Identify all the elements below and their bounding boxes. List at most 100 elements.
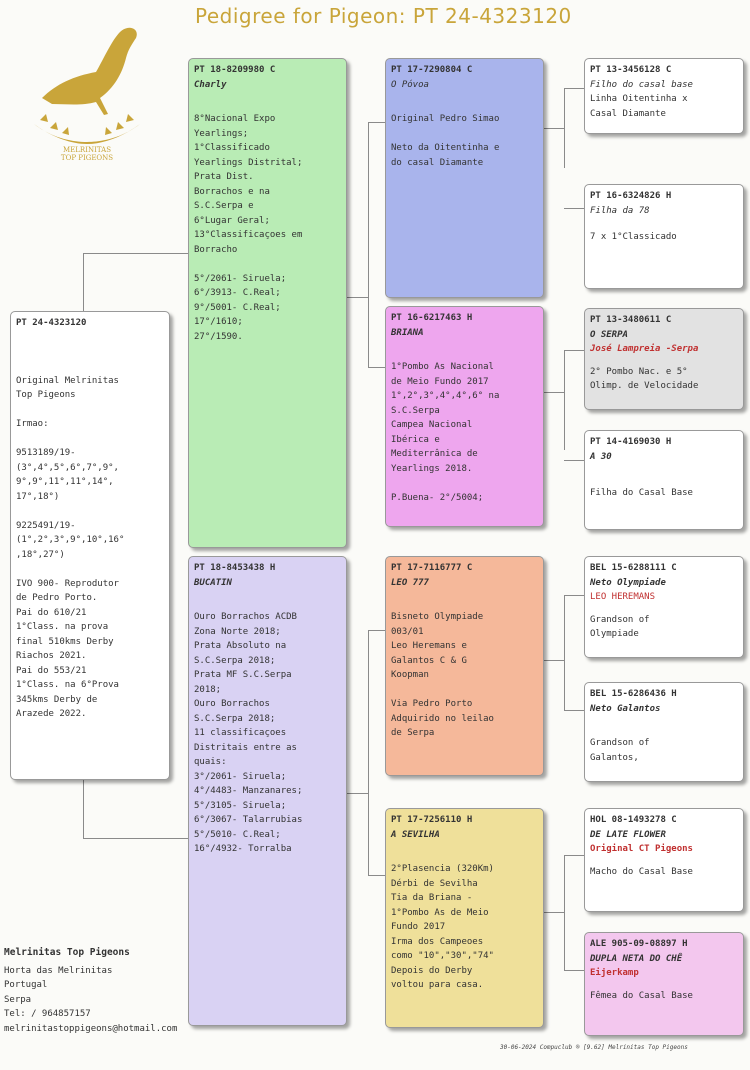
ggp5-description: Grandson of Olympiade bbox=[590, 614, 650, 640]
connector-line bbox=[564, 595, 565, 710]
connector-line bbox=[564, 350, 565, 450]
subject-ring-number: PT 24-4323120 bbox=[16, 318, 87, 328]
granddam-paternal-card: PT 16-6217463 H BRIANA 1°Pombo As Nacion… bbox=[385, 306, 544, 527]
gp3-description: Bisneto Olympiade 003/01 Leo Heremans e … bbox=[391, 612, 494, 738]
ggp6-name: Neto Galantos bbox=[590, 703, 661, 714]
ggp5-name: Neto Olympiade bbox=[590, 577, 666, 588]
ggp2-card: PT 16-6324826 H Filha da 78 7 x 1°Classi… bbox=[584, 184, 744, 289]
ggp1-ring-number: PT 13-3456128 C bbox=[590, 65, 672, 75]
connector-line bbox=[564, 970, 584, 971]
connector-line bbox=[564, 208, 584, 209]
dam-ring-number: PT 18-8453438 H bbox=[194, 563, 276, 573]
ggp3-ring-number: PT 13-3480611 C bbox=[590, 315, 672, 325]
ggp7-card: HOL 08-1493278 C DE LATE FLOWER Original… bbox=[584, 808, 744, 912]
subject-description: Original Melrinitas Top Pigeons Irmao: 9… bbox=[16, 375, 125, 720]
ggp4-ring-number: PT 14-4169030 H bbox=[590, 437, 672, 447]
pigeon-logo: MELRINITAS TOP PIGEONS bbox=[34, 27, 140, 162]
dam-name: BUCATIN bbox=[194, 577, 232, 588]
connector-line bbox=[83, 253, 84, 311]
ggp4-card: PT 14-4169030 H A 30 Filha do Casal Base bbox=[584, 430, 744, 530]
ggp8-breeder: Eijerkamp bbox=[590, 968, 639, 978]
ggp6-ring-number: BEL 15-6286436 H bbox=[590, 689, 677, 699]
breeder-info: Melrinitas Top Pigeons Horta das Melrini… bbox=[4, 946, 234, 1036]
connector-line bbox=[83, 780, 84, 838]
ggp7-name: DE LATE FLOWER bbox=[590, 829, 666, 840]
sire-description: 8°Nacional Expo Yearlings; 1°Classificad… bbox=[194, 114, 303, 342]
connector-line bbox=[368, 367, 385, 368]
connector-line bbox=[83, 838, 188, 839]
breeder-email: melrinitastoppigeons@hotmail.com bbox=[4, 1023, 178, 1034]
connector-line bbox=[564, 350, 584, 351]
connector-line bbox=[564, 88, 565, 168]
connector-line bbox=[347, 297, 368, 298]
gp3-ring-number: PT 17-7116777 C bbox=[391, 563, 473, 573]
ggp7-ring-number: HOL 08-1493278 C bbox=[590, 815, 677, 825]
ggp7-description: Macho do Casal Base bbox=[590, 866, 693, 877]
connector-line bbox=[544, 660, 564, 661]
gp4-name: A SEVILHA bbox=[391, 829, 440, 840]
sire-card: PT 18-8209980 C Charly 8°Nacional Expo Y… bbox=[188, 58, 347, 548]
subject-pigeon-card: PT 24-4323120 Original Melrinitas Top Pi… bbox=[10, 311, 170, 780]
connector-line bbox=[368, 630, 385, 631]
ggp1-name: Filho do casal base bbox=[590, 79, 693, 90]
breeder-phone: Tel: / 964857157 bbox=[4, 1009, 91, 1019]
print-footer: 30-06-2024 Compuclub ® [9.62] Melrinitas… bbox=[500, 1044, 688, 1051]
ggp3-name: O SERPA bbox=[590, 329, 628, 340]
gp4-ring-number: PT 17-7256110 H bbox=[391, 815, 473, 825]
ggp6-card: BEL 15-6286436 H Neto Galantos Grandson … bbox=[584, 682, 744, 782]
connector-line bbox=[368, 630, 369, 875]
ggp5-ring-number: BEL 15-6288111 C bbox=[590, 563, 677, 573]
logo-text-line1: MELRINITAS bbox=[63, 146, 111, 154]
ggp3-card: PT 13-3480611 C O SERPA José Lampreia -S… bbox=[584, 308, 744, 410]
gp2-name: BRIANA bbox=[391, 327, 424, 338]
ggp2-name: Filha da 78 bbox=[590, 205, 650, 216]
gp1-description: Original Pedro Simao Neto da Oitentinha … bbox=[391, 114, 500, 168]
connector-line bbox=[564, 460, 584, 461]
ggp3-breeder: José Lampreia -Serpa bbox=[590, 344, 699, 354]
connector-line bbox=[368, 122, 369, 367]
connector-line bbox=[544, 392, 564, 393]
connector-line bbox=[564, 855, 565, 970]
ggp8-name: DUPLA NETA DO CHÊ bbox=[590, 953, 683, 964]
sire-ring-number: PT 18-8209980 C bbox=[194, 65, 276, 75]
gp2-ring-number: PT 16-6217463 H bbox=[391, 313, 473, 323]
ggp7-breeder: Original CT Pigeons bbox=[590, 844, 693, 854]
ggp8-ring-number: ALE 905-09-08897 H bbox=[590, 939, 688, 949]
dam-card: PT 18-8453438 H BUCATIN Ouro Borrachos A… bbox=[188, 556, 347, 1026]
breeder-address: Horta das Melrinitas bbox=[4, 965, 113, 976]
connector-line bbox=[368, 122, 385, 123]
ggp8-card: ALE 905-09-08897 H DUPLA NETA DO CHÊ Eij… bbox=[584, 932, 744, 1036]
ggp2-ring-number: PT 16-6324826 H bbox=[590, 191, 672, 201]
sire-name: Charly bbox=[194, 79, 227, 90]
ggp5-card: BEL 15-6288111 C Neto Olympiade LEO HERE… bbox=[584, 556, 744, 658]
ggp1-description: Linha Oitentinha x Casal Diamante bbox=[590, 94, 688, 119]
gp2-description: 1°Pombo As Nacional de Meio Fundo 2017 1… bbox=[391, 362, 500, 503]
breeder-name: Melrinitas Top Pigeons bbox=[4, 947, 130, 958]
gp4-description: 2°Plasencia (320Km) Dérbi de Sevilha Tia… bbox=[391, 864, 494, 990]
ggp4-name: A 30 bbox=[590, 451, 612, 462]
gp1-ring-number: PT 17-7290804 C bbox=[391, 65, 473, 75]
gp3-name: LEO 777 bbox=[391, 577, 429, 588]
ggp2-description: 7 x 1°Classicado bbox=[590, 232, 677, 242]
connector-line bbox=[347, 793, 368, 794]
dam-description: Ouro Borrachos ACDB Zona Norte 2018; Pra… bbox=[194, 612, 303, 854]
ggp3-description: 2° Pombo Nac. e 5° Olimp. de Velocidade bbox=[590, 366, 699, 392]
granddam-maternal-card: PT 17-7256110 H A SEVILHA 2°Plasencia (3… bbox=[385, 808, 544, 1028]
ggp6-description: Grandson of Galantos, bbox=[590, 738, 650, 763]
page-title: Pedigree for Pigeon: PT 24-4323120 bbox=[195, 4, 572, 28]
breeder-city: Serpa bbox=[4, 994, 32, 1005]
connector-line bbox=[544, 912, 564, 913]
connector-line bbox=[564, 855, 584, 856]
connector-line bbox=[368, 875, 385, 876]
connector-line bbox=[83, 253, 188, 254]
ggp8-description: Fêmea do Casal Base bbox=[590, 990, 693, 1001]
logo-text-line2: TOP PIGEONS bbox=[61, 154, 113, 162]
grandsire-maternal-card: PT 17-7116777 C LEO 777 Bisneto Olympiad… bbox=[385, 556, 544, 776]
connector-line bbox=[564, 88, 584, 89]
connector-line bbox=[564, 595, 584, 596]
gp1-name: O Póvoa bbox=[391, 79, 429, 90]
ggp4-description: Filha do Casal Base bbox=[590, 488, 693, 498]
ggp1-card: PT 13-3456128 C Filho do casal base Linh… bbox=[584, 58, 744, 134]
connector-line bbox=[564, 710, 584, 711]
ggp5-breeder: LEO HEREMANS bbox=[590, 592, 656, 602]
